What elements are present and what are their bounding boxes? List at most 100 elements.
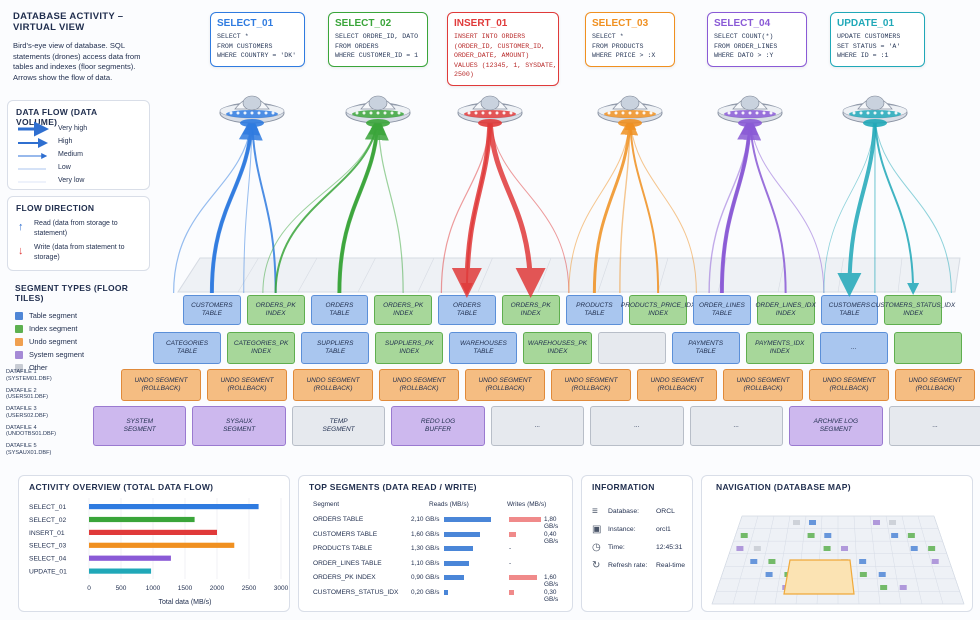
floor-segment-index[interactable]: ORDERS_PK INDEX [374,295,432,325]
floor-segment-table[interactable]: SUPPLIERS TABLE [301,332,370,364]
datafile-label: DATAFILE 3 (USERS02.DBF) [6,406,48,419]
reads-bar [444,575,465,580]
segment-label: CUSTOMERS TABLE [828,302,871,317]
refresh-icon: ↻ [592,560,601,571]
floor-segment-system[interactable]: ARCHIVE LOG SEGMENT [789,406,883,446]
segment-name: ORDERS_PK INDEX [313,574,376,581]
activity-bar[interactable] [89,529,217,535]
segment-color-swatch [15,311,23,320]
floor-segment-undo[interactable]: UNDO SEGMENT (ROLLBACK) [551,369,631,401]
segment-label: PRODUCTS_PRICE_IDX INDEX [620,302,696,317]
floor-segment-undo[interactable]: UNDO SEGMENT (ROLLBACK) [293,369,373,401]
drone-icon[interactable] [595,85,665,135]
floor-segment-system[interactable]: SYSTEM SEGMENT [93,406,187,446]
viewport-marker[interactable] [783,559,855,595]
flow-arrow [720,117,759,294]
floor-segment-index[interactable] [893,332,962,364]
drone-icon[interactable] [343,85,413,135]
database-minimap[interactable] [702,476,974,613]
activity-bar[interactable] [89,568,152,574]
page-title: DATABASE ACTIVITY – VIRTUAL VIEW [13,11,124,33]
floor-segment-undo[interactable]: UNDO SEGMENT (ROLLBACK) [379,369,459,401]
floor-segment-undo[interactable]: UNDO SEGMENT (ROLLBACK) [465,369,545,401]
floor-segment-index[interactable]: ORDERS_PK INDEX [246,295,305,325]
statement-title: SELECT_04 [714,18,771,29]
floor-segment-system[interactable]: REDO LOG BUFFER [391,406,485,446]
floor-segment-index[interactable]: WAREHOUSES_PK INDEX [523,332,592,364]
reads-bar [444,517,491,522]
flow-arrow [487,119,546,298]
flow-legend-arrows [18,121,49,183]
floor-segment-index[interactable]: PAYMENTS_IDX INDEX [745,332,814,364]
bar-category-label: SELECT_04 [29,556,66,563]
floor-segment-other[interactable] [597,332,666,364]
floor-segment-table[interactable]: ORDERS TABLE [310,295,369,325]
floor-segment-table[interactable]: PAYMENTS TABLE [671,332,740,364]
floor-segment-other[interactable]: ... [689,406,784,446]
drone-icon[interactable] [217,85,287,135]
floor-segment-table[interactable]: PRODUCTS TABLE [565,295,624,325]
segment-label: PRODUCTS TABLE [576,302,613,317]
floor-segment-other[interactable]: ... [888,406,980,446]
segment-label: UNDO SEGMENT (ROLLBACK) [134,377,188,392]
info-key: Refresh rate: [608,562,648,569]
segment-legend-label: Table segment [29,311,78,320]
floor-segment-undo[interactable]: UNDO SEGMENT (ROLLBACK) [895,369,975,401]
drone-icon[interactable] [455,85,525,135]
drone-icon[interactable] [840,85,910,135]
floor-segment-table[interactable]: CUSTOMERS TABLE [183,295,241,325]
activity-bar[interactable] [89,516,195,523]
activity-overview-title: ACTIVITY OVERVIEW (TOTAL DATA FLOW) [29,482,214,492]
floor-segment-table[interactable]: WAREHOUSES TABLE [449,332,518,364]
floor-segment-undo[interactable]: UNDO SEGMENT (ROLLBACK) [207,369,287,401]
segment-reads: 1,60 GB/s [411,530,440,538]
floor-segment-index[interactable]: ORDERS_PK INDEX [501,295,560,325]
data-flow-legend: DATA FLOW (DATA VOLUME) Very high High M… [7,100,150,190]
activity-bar[interactable] [89,542,235,548]
segment-label: REDO LOG BUFFER [420,418,456,433]
data-flow-arrows [173,116,952,298]
segment-label: UNDO SEGMENT (ROLLBACK) [564,377,618,392]
flow-arrow [874,119,920,295]
flow-very-low: Very low [58,177,85,184]
drone-icon[interactable] [715,85,785,135]
floor-segment-system[interactable]: SYSAUX SEGMENT [192,406,286,446]
floor-segment-undo[interactable]: UNDO SEGMENT (ROLLBACK) [723,369,803,401]
floor-segment-index[interactable]: PRODUCTS_PRICE_IDX INDEX [621,295,695,325]
floor-segment-other[interactable]: TEMP SEGMENT [291,406,386,446]
floor-segment-undo[interactable]: UNDO SEGMENT (ROLLBACK) [809,369,889,401]
writes-bar [509,531,517,537]
floor-segment-other[interactable]: ... [590,406,684,446]
floor-segment-table[interactable]: ... [819,332,888,364]
activity-chart: SELECT_01SELECT_02INSERT_01SELECT_03SELE… [29,498,289,606]
activity-bar[interactable] [89,504,259,510]
activity-bar[interactable] [89,555,171,561]
floor-segment-index[interactable]: ORDER_LINES_IDX INDEX [755,295,816,325]
floor-segment-table[interactable]: ORDER_LINES TABLE [693,295,751,325]
segment-writes: 1,80 GB/s [544,516,559,530]
floor-segment-other[interactable]: ... [490,406,585,446]
flow-direction-title: FLOW DIRECTION [16,203,95,213]
segment-label: CATEGORIES_PK INDEX [233,340,289,355]
col-segment: Segment [313,501,340,508]
flow-arrow [440,119,491,294]
col-writes: Writes (MB/s) [507,501,547,508]
segment-reads: 2,10 GB/s [411,516,440,523]
floor-segment-undo[interactable]: UNDO SEGMENT (ROLLBACK) [121,369,201,401]
flow-arrow [243,119,253,294]
floor-segment-table[interactable]: CATEGORIES TABLE [153,332,222,364]
floor-segment-index[interactable]: SUPPLIERS_PK INDEX [375,332,444,364]
segment-label: UNDO SEGMENT (ROLLBACK) [306,377,360,392]
floor-segment-index[interactable]: CATEGORIES_PK INDEX [227,332,296,364]
read-direction-label: Read (data from storage to statement) [34,220,118,237]
floor-segment-index[interactable]: CUSTOMERS_STATUS_IDX INDEX [871,295,955,325]
x-tick-label: 3000 [274,585,289,592]
floor-segment-undo[interactable]: UNDO SEGMENT (ROLLBACK) [637,369,717,401]
information-title: INFORMATION [592,482,655,492]
